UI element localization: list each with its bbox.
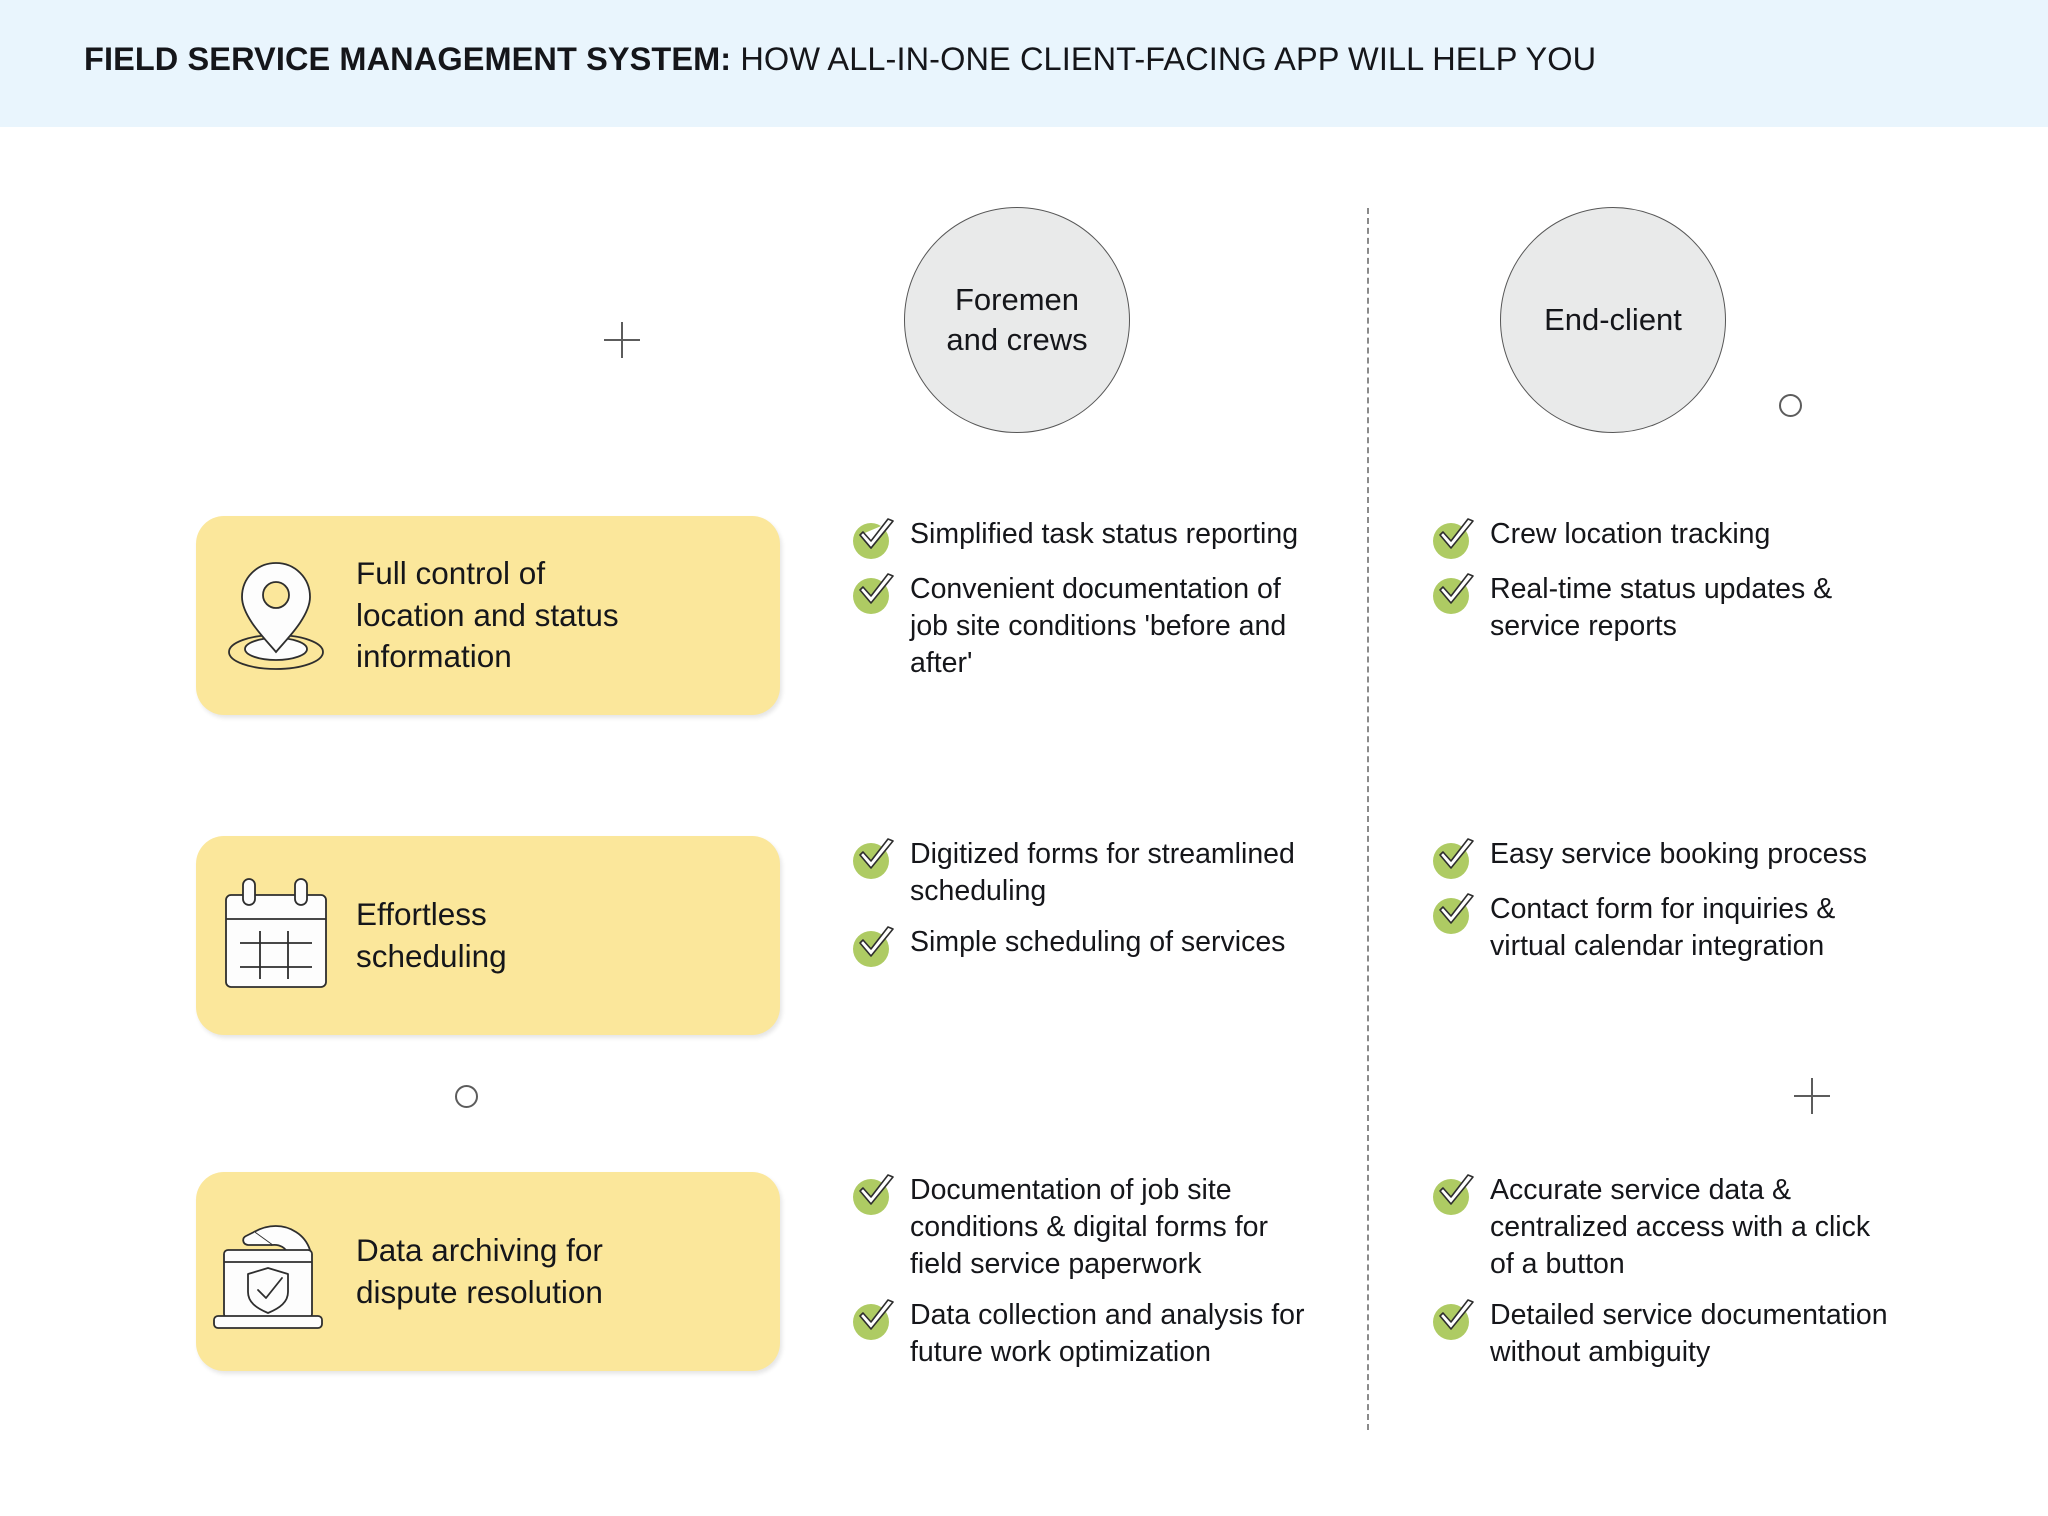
- feature-card-label: Full control of location and status info…: [356, 553, 637, 679]
- persona-label: End-client: [1544, 301, 1682, 337]
- persona-label-line2: and crews: [946, 322, 1088, 357]
- laptop-shield-icon: [196, 1206, 356, 1338]
- feature-card-scheduling: Effortless scheduling: [196, 836, 780, 1035]
- location-pin-icon: [196, 557, 356, 675]
- benefit-text: Contact form for inquiries & virtual cal…: [1490, 893, 1836, 963]
- feature-card-label: Effortless scheduling: [356, 894, 525, 978]
- benefit-item: Documentation of job site conditions & d…: [853, 1172, 1313, 1283]
- calendar-icon: [196, 875, 356, 997]
- benefit-item: Simple scheduling of services: [853, 924, 1313, 968]
- check-icon: [853, 1173, 894, 1215]
- benefit-text: Simplified task status reporting: [910, 518, 1299, 550]
- benefit-item: Convenient documentation of job site con…: [853, 571, 1313, 682]
- feature-card-data-archiving: Data archiving for dispute resolution: [196, 1172, 780, 1371]
- card-label-line1: Data archiving for: [356, 1231, 603, 1268]
- feature-card-label: Data archiving for dispute resolution: [356, 1230, 621, 1314]
- benefit-text: Digitized forms for streamlined scheduli…: [910, 838, 1295, 908]
- benefit-text: Convenient documentation of job site con…: [910, 573, 1287, 680]
- feature-card-location-status: Full control of location and status info…: [196, 516, 780, 715]
- benefit-group: Crew location tracking Real-time status …: [1433, 516, 1893, 645]
- benefit-group: Easy service booking process Contact for…: [1433, 836, 1893, 965]
- benefit-text: Crew location tracking: [1490, 518, 1771, 550]
- benefit-item: Simplified task status reporting: [853, 516, 1313, 559]
- plus-decoration-icon: [1794, 1078, 1830, 1114]
- circle-decoration-icon: [455, 1085, 478, 1108]
- persona-foremen-and-crews: Foremen and crews: [904, 207, 1130, 433]
- circle-decoration-icon: [1779, 394, 1802, 417]
- benefit-group: Digitized forms for streamlined scheduli…: [853, 836, 1313, 968]
- benefit-text: Real-time status updates & service repor…: [1490, 573, 1833, 643]
- check-icon: [1433, 1298, 1474, 1341]
- page-title-rest: HOW ALL-IN-ONE CLIENT-FACING APP WILL HE…: [731, 41, 1597, 77]
- check-icon: [1433, 1173, 1474, 1215]
- card-label-line1: Effortless: [356, 895, 487, 932]
- column-divider: [1367, 208, 1369, 1430]
- check-icon: [1433, 517, 1474, 559]
- header-band: [0, 0, 2048, 127]
- benefit-item: Contact form for inquiries & virtual cal…: [1433, 891, 1893, 965]
- benefit-text: Data collection and analysis for future …: [910, 1299, 1305, 1369]
- benefit-text: Detailed service documentation without a…: [1490, 1299, 1888, 1369]
- benefit-group: Accurate service data & centralized acce…: [1433, 1172, 1893, 1371]
- check-icon: [853, 837, 894, 879]
- benefit-group: Documentation of job site conditions & d…: [853, 1172, 1313, 1371]
- check-icon: [853, 925, 894, 968]
- persona-label-line1: Foremen: [954, 281, 1080, 317]
- page-title: FIELD SERVICE MANAGEMENT SYSTEM: HOW ALL…: [84, 41, 1596, 78]
- card-label-line2: location and status: [356, 596, 619, 633]
- card-label-line2: scheduling: [356, 937, 507, 974]
- benefit-item: Data collection and analysis for future …: [853, 1297, 1313, 1371]
- check-icon: [1433, 837, 1474, 879]
- persona-end-client: End-client: [1500, 207, 1726, 433]
- benefit-text: Easy service booking process: [1490, 838, 1868, 870]
- benefit-text: Documentation of job site conditions & d…: [910, 1174, 1268, 1281]
- page-title-strong: FIELD SERVICE MANAGEMENT SYSTEM:: [84, 41, 732, 77]
- card-label-line2: dispute resolution: [356, 1273, 603, 1310]
- card-label-line1: Full control of: [356, 554, 546, 591]
- benefit-item: Detailed service documentation without a…: [1433, 1297, 1893, 1371]
- benefit-text: Accurate service data & centralized acce…: [1490, 1174, 1871, 1281]
- benefit-item: Real-time status updates & service repor…: [1433, 571, 1893, 645]
- check-icon: [853, 1298, 894, 1341]
- check-icon: [1433, 572, 1474, 614]
- plus-decoration-icon: [604, 322, 640, 358]
- benefit-item: Accurate service data & centralized acce…: [1433, 1172, 1893, 1283]
- card-label-line3: information: [356, 638, 512, 675]
- benefit-item: Easy service booking process: [1433, 836, 1893, 879]
- benefit-text: Simple scheduling of services: [910, 926, 1286, 959]
- persona-label: Foremen and crews: [938, 280, 1095, 361]
- check-icon: [1433, 892, 1474, 934]
- check-icon: [853, 572, 894, 614]
- benefit-item: Crew location tracking: [1433, 516, 1893, 559]
- benefit-group: Simplified task status reporting Conveni…: [853, 516, 1313, 682]
- check-icon: [853, 517, 894, 559]
- benefit-item: Digitized forms for streamlined scheduli…: [853, 836, 1313, 910]
